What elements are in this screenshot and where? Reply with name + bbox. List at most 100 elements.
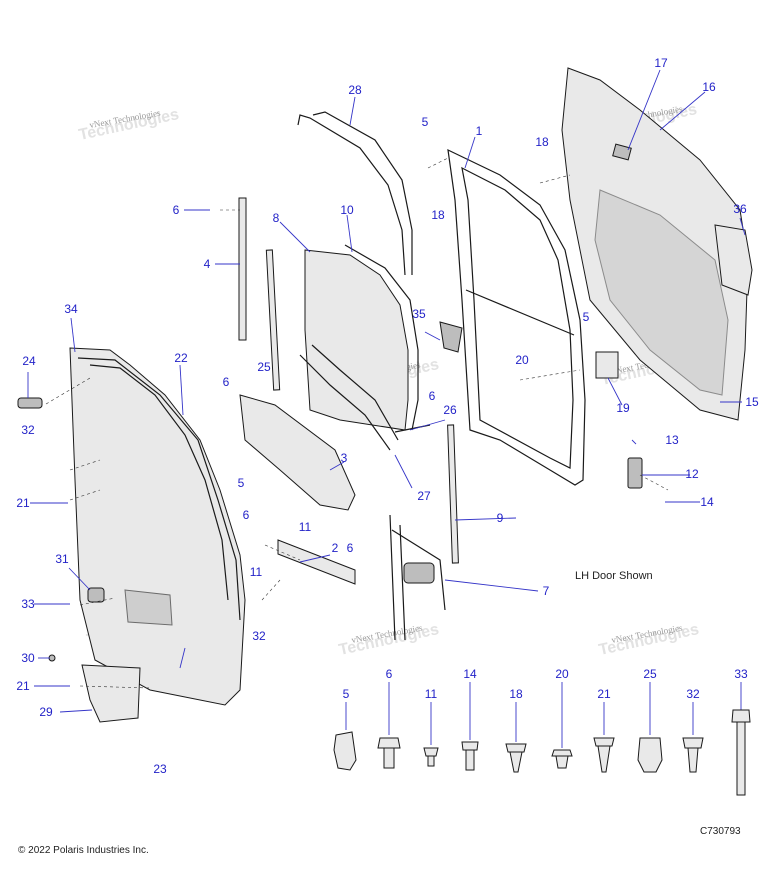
callout-5-mid: 5 <box>238 476 245 490</box>
handle-bezel <box>612 143 632 161</box>
callout-18-right: 18 <box>535 135 549 149</box>
callout-33: 33 <box>21 597 35 611</box>
callout-34: 34 <box>64 302 78 316</box>
callout-6-bracket: 6 <box>347 541 354 555</box>
upper-glass-seal-a <box>297 114 406 276</box>
orientation-note: LH Door Shown <box>575 570 653 582</box>
callout-17: 17 <box>654 56 668 70</box>
button-screw <box>461 741 479 771</box>
drawing-id: C730793 <box>700 826 741 837</box>
callout-6-lower: 6 <box>243 508 250 522</box>
callout-23: 23 <box>153 762 167 776</box>
window-regulator <box>389 514 446 641</box>
handle-bracket-36 <box>714 224 753 296</box>
push-rivet-18 <box>505 743 527 773</box>
callout-1: 1 <box>476 124 483 138</box>
callout-18-left: 18 <box>431 208 445 222</box>
assembly-lines <box>45 157 669 689</box>
callout-32-upper: 32 <box>21 423 35 437</box>
callout-21-lower: 21 <box>16 679 30 693</box>
hinge-plate <box>439 321 463 353</box>
callout-12: 12 <box>685 467 699 481</box>
short-screw <box>423 747 439 767</box>
door-frame-inner <box>461 166 574 469</box>
door-panel-seal-22 <box>77 357 241 621</box>
callout-15: 15 <box>745 395 759 409</box>
door-panel-inner-frame <box>89 364 229 601</box>
callout-21-upper: 21 <box>16 496 30 510</box>
callout-9: 9 <box>497 511 504 525</box>
callout-24: 24 <box>22 354 36 368</box>
callout-6-center: 6 <box>429 389 436 403</box>
legend-label-18: 18 <box>509 687 523 701</box>
storage-bin <box>81 664 141 723</box>
legend-label-32: 32 <box>686 687 700 701</box>
legend-label-11: 11 <box>425 687 438 701</box>
callout-20: 20 <box>515 353 529 367</box>
push-rivet-32 <box>682 737 704 773</box>
callout-27: 27 <box>417 489 431 503</box>
lower-door-bracket <box>277 539 356 585</box>
callout-11-lower: 11 <box>250 565 263 579</box>
door-trim-panel <box>561 67 749 421</box>
door-handle-31 <box>87 587 105 603</box>
callout-3: 3 <box>341 451 348 465</box>
legend-label-21: 21 <box>597 687 611 701</box>
fastener-legend: 5 6 11 14 18 20 21 25 32 33 <box>333 667 751 796</box>
callout-7: 7 <box>543 584 550 598</box>
push-rivet-21 <box>593 737 615 773</box>
door-frame <box>447 148 586 486</box>
push-nut-clip <box>333 731 357 771</box>
callout-32-lower: 32 <box>252 629 266 643</box>
door-trim-panel-inner <box>594 189 729 396</box>
callout-6-top: 6 <box>173 203 180 217</box>
latch-striker <box>595 351 619 379</box>
leader-lines <box>27 69 746 713</box>
retainer-clip-25 <box>637 737 663 773</box>
legend-label-20: 20 <box>555 667 569 681</box>
legend-label-14: 14 <box>463 667 477 681</box>
callout-25: 25 <box>257 360 271 374</box>
callout-6-left: 6 <box>223 375 230 389</box>
callouts: 1 2 3 4 5 5 5 6 6 6 6 6 7 8 9 10 11 11 1… <box>16 56 759 776</box>
frame-crossbar <box>465 289 575 336</box>
glass-run-channel <box>265 249 281 391</box>
legend-label-5: 5 <box>343 687 350 701</box>
callout-2: 2 <box>332 541 339 555</box>
regulator-motor <box>403 562 435 584</box>
callout-4: 4 <box>204 257 211 271</box>
callout-35: 35 <box>412 307 426 321</box>
push-rivet-20 <box>551 749 573 769</box>
window-channel-seal <box>344 244 419 431</box>
callout-30: 30 <box>21 651 35 665</box>
callout-29: 29 <box>39 705 53 719</box>
callout-16: 16 <box>702 80 716 94</box>
callout-36: 36 <box>733 202 747 216</box>
callout-22: 22 <box>174 351 188 365</box>
callout-14: 14 <box>700 495 714 509</box>
inner-door-bracket <box>239 394 356 511</box>
callout-5-right: 5 <box>583 310 590 324</box>
belt-seal-lower-b <box>299 354 391 451</box>
parts <box>17 67 753 723</box>
callout-8: 8 <box>273 211 280 225</box>
legend-label-6: 6 <box>386 667 393 681</box>
callout-28: 28 <box>348 83 362 97</box>
door-handle-24 <box>17 397 43 409</box>
callout-13: 13 <box>665 433 679 447</box>
door-latch <box>627 457 643 489</box>
callout-11-upper: 11 <box>299 520 312 534</box>
callout-5-top: 5 <box>422 115 429 129</box>
flange-bolt <box>377 737 401 769</box>
door-panel-pocket <box>124 589 173 626</box>
glass-run-channel-4 <box>238 197 247 341</box>
callout-19: 19 <box>616 401 630 415</box>
copyright: © 2022 Polaris Industries Inc. <box>18 845 149 856</box>
callout-26: 26 <box>443 403 457 417</box>
inner-door-panel <box>69 347 246 706</box>
callout-10: 10 <box>340 203 354 217</box>
callout-31: 31 <box>55 552 69 566</box>
upper-glass-seal-b <box>312 111 413 275</box>
long-bolt <box>731 709 751 796</box>
